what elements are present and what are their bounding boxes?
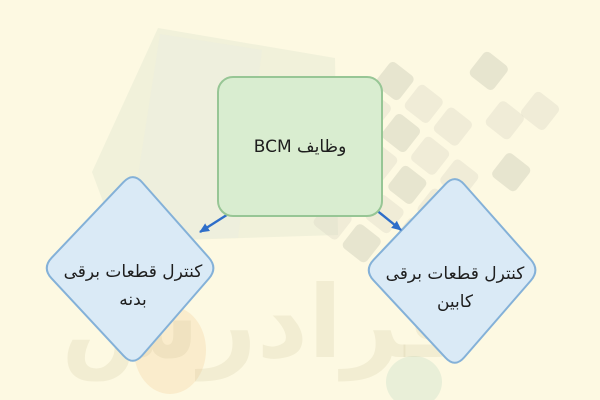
watermark-teal-blob xyxy=(386,356,442,400)
diamond-cabin-label-line2: کابین xyxy=(436,292,474,312)
diamond-body-label: کنترل قطعات برقی بدنه xyxy=(43,258,223,314)
diamond-body-label-line2: بدنه xyxy=(119,290,147,310)
diamond-cabin-label: کنترل قطعات برقی کابین xyxy=(365,260,545,316)
diamond-body-electrical xyxy=(45,176,215,362)
arrow-bcm-to-cabin xyxy=(374,208,402,231)
diamond-body-label-line1: کنترل قطعات برقی xyxy=(63,262,203,282)
node-bcm-functions-label: وظایف BCM xyxy=(253,136,347,157)
node-bcm-functions: وظایف BCM xyxy=(217,76,383,217)
diamond-cabin-label-line1: کنترل قطعات برقی xyxy=(385,264,525,284)
